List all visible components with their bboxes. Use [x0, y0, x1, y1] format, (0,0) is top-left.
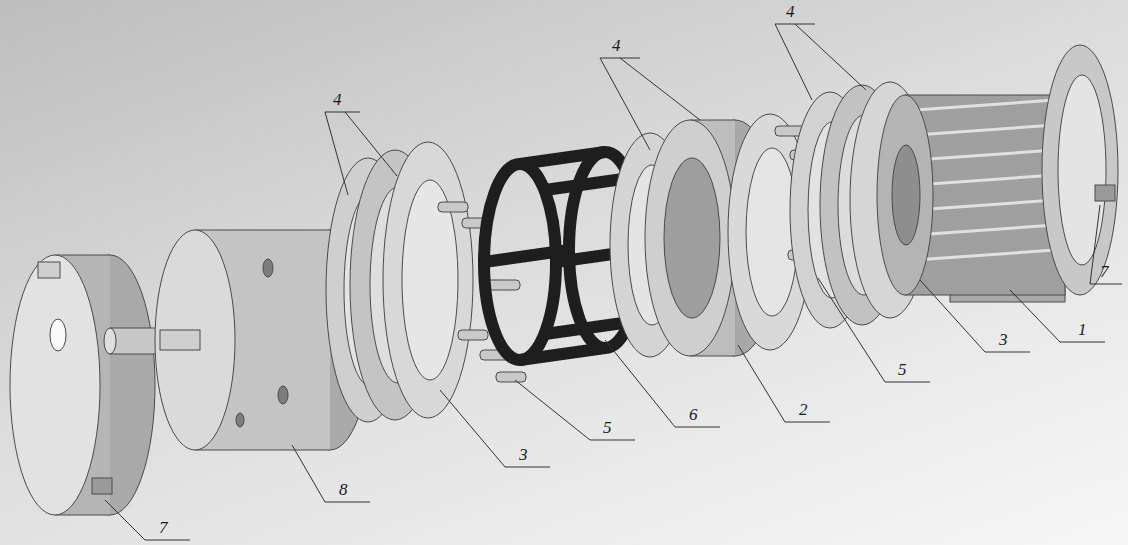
- callout-number: 5: [603, 418, 612, 438]
- callout-number: 3: [519, 445, 528, 465]
- callout-number: 8: [339, 480, 348, 500]
- callout-number: 1: [1078, 320, 1087, 340]
- callout-number: 7: [159, 518, 168, 538]
- callout-number: 2: [799, 400, 808, 420]
- callout-number: 6: [689, 405, 698, 425]
- callout-number: 3: [999, 330, 1008, 350]
- callout-number: 5: [898, 360, 907, 380]
- callout-number: 4: [612, 36, 621, 56]
- callout-number: 4: [333, 90, 342, 110]
- callout-number: 4: [786, 2, 795, 22]
- callout-number: 7: [1100, 262, 1109, 282]
